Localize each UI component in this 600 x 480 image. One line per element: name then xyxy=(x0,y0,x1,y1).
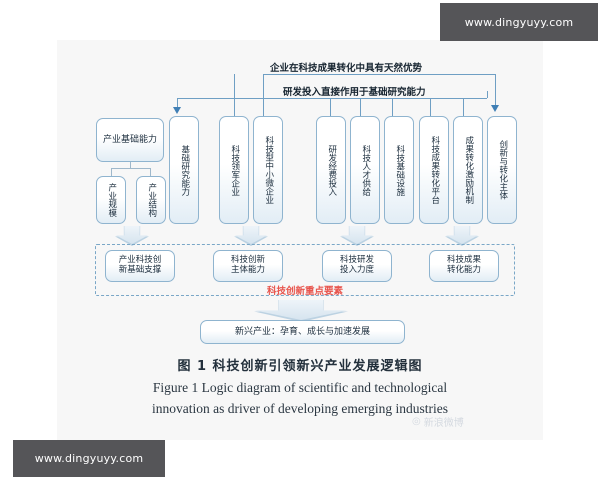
caption-english: Figure 1 Logic diagram of scientific and… xyxy=(70,378,530,420)
connector-h-second xyxy=(177,98,487,99)
elem-rd-intensity-line2: 投入力度 xyxy=(339,265,374,275)
elem-transfer-line1: 科技成果 xyxy=(446,255,481,266)
connector-drop-platform xyxy=(430,98,431,116)
elem-subject-line2: 主体能力 xyxy=(230,265,265,275)
connector-base-bar xyxy=(111,168,150,169)
node-industry-base-line1: 产业基础能力 xyxy=(102,134,157,145)
node-innovation-subject: 创新与转化主体 xyxy=(487,116,517,224)
faint-watermark: ◎ 新浪微博 xyxy=(412,412,522,430)
node-rd-funding: 研发经费投入 xyxy=(316,116,346,224)
connector-v-top-left xyxy=(263,74,264,109)
node-emerging-industry: 新兴产业：孕育、成长与加速发展 xyxy=(200,320,405,344)
connector-drop-sme xyxy=(263,98,264,116)
connector-drop-leading-enterprise xyxy=(234,74,235,116)
watermark-top-right: www.dingyuyy.com xyxy=(440,3,598,41)
arrow-to-innovation-subject xyxy=(491,105,499,112)
annotation-enterprise-advantage: 企业在科技成果转化中具有天然优势 xyxy=(270,63,423,74)
node-infrastructure: 科技基础设施 xyxy=(384,116,414,224)
caption-english-line2: innovation as driver of developing emerg… xyxy=(152,400,448,416)
key-elements-group xyxy=(95,244,515,296)
connector-h-top xyxy=(263,74,495,75)
elem-transfer-line2: 转化能力 xyxy=(446,265,481,275)
caption-chinese: 图 1 科技创新引领新兴产业发展逻辑图 xyxy=(177,359,423,374)
connector-base-stem xyxy=(130,162,131,168)
elem-base-support: 产业科技创 新基础支撑 xyxy=(105,250,175,282)
elem-subject-line1: 科技创新 xyxy=(230,255,265,266)
connector-v-second-right xyxy=(487,91,488,98)
connector-drop-rd-funding xyxy=(330,98,331,116)
elem-rd-intensity-line1: 科技研发 xyxy=(339,255,374,266)
elem-rd-intensity: 科技研发 投入力度 xyxy=(322,250,392,282)
watermark-bottom-left: www.dingyuyy.com xyxy=(13,440,165,477)
annotation-rd-to-basic-research: 研发投入直接作用于基础研究能力 xyxy=(283,87,426,98)
faint-watermark-text: 新浪微博 xyxy=(423,417,464,429)
node-talent-supply: 科技人才供给 xyxy=(350,116,380,224)
connector-v-second-left xyxy=(177,98,178,109)
node-transfer-platform: 科技成果转化平台 xyxy=(419,116,449,224)
caption-english-line1: Figure 1 Logic diagram of scientific and… xyxy=(152,380,448,395)
node-industry-base: 产业基础能力 xyxy=(96,118,164,162)
connector-drop-infrastructure xyxy=(392,98,393,116)
node-industry-structure: 产业结构 xyxy=(136,176,166,224)
key-elements-caption: 科技创新重点要素 xyxy=(266,286,343,297)
node-leading-enterprise: 科技领军企业 xyxy=(219,116,249,224)
elem-base-support-line2: 新基础支撑 xyxy=(118,265,162,275)
node-sme-tech: 科技型中小微企业 xyxy=(253,116,283,224)
node-incentive: 成果转化激励机制 xyxy=(453,116,483,224)
elem-base-support-line1: 产业科技创 xyxy=(118,255,162,266)
connector-base-right xyxy=(150,168,151,176)
node-industry-scale: 产业规模 xyxy=(96,176,126,224)
node-basic-research: 基础研究能力 xyxy=(169,116,199,224)
elem-subject: 科技创新 主体能力 xyxy=(213,250,283,282)
connector-base-left xyxy=(111,168,112,176)
elem-transfer: 科技成果 转化能力 xyxy=(429,250,499,282)
connector-drop-talent xyxy=(360,98,361,116)
arrow-to-basic-research xyxy=(173,107,181,114)
connector-drop-incentive xyxy=(463,98,464,116)
connector-v-top-right xyxy=(495,74,496,106)
weibo-icon: ◎ xyxy=(412,415,421,427)
